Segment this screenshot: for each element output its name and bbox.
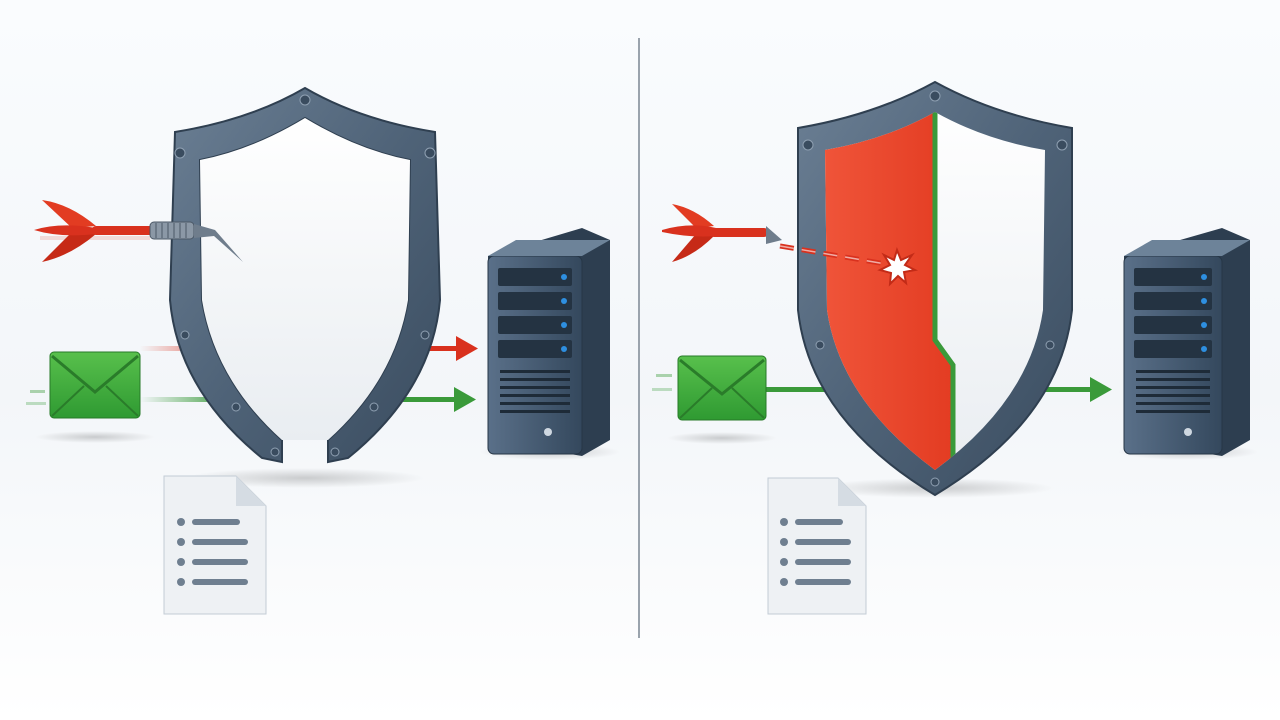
impact-star-icon [877, 246, 919, 287]
envelope-icon [26, 351, 141, 419]
dart-icon [34, 200, 243, 262]
envelope-icon [652, 355, 767, 421]
split-shield-icon [797, 80, 1073, 497]
dart-icon [662, 204, 782, 262]
server-icon [1123, 228, 1250, 456]
document-icon [767, 477, 867, 615]
right-panel [652, 80, 1258, 615]
gapped-shield-icon [168, 86, 442, 464]
server-icon [487, 228, 610, 456]
document-icon [163, 475, 267, 615]
left-panel [26, 86, 620, 615]
